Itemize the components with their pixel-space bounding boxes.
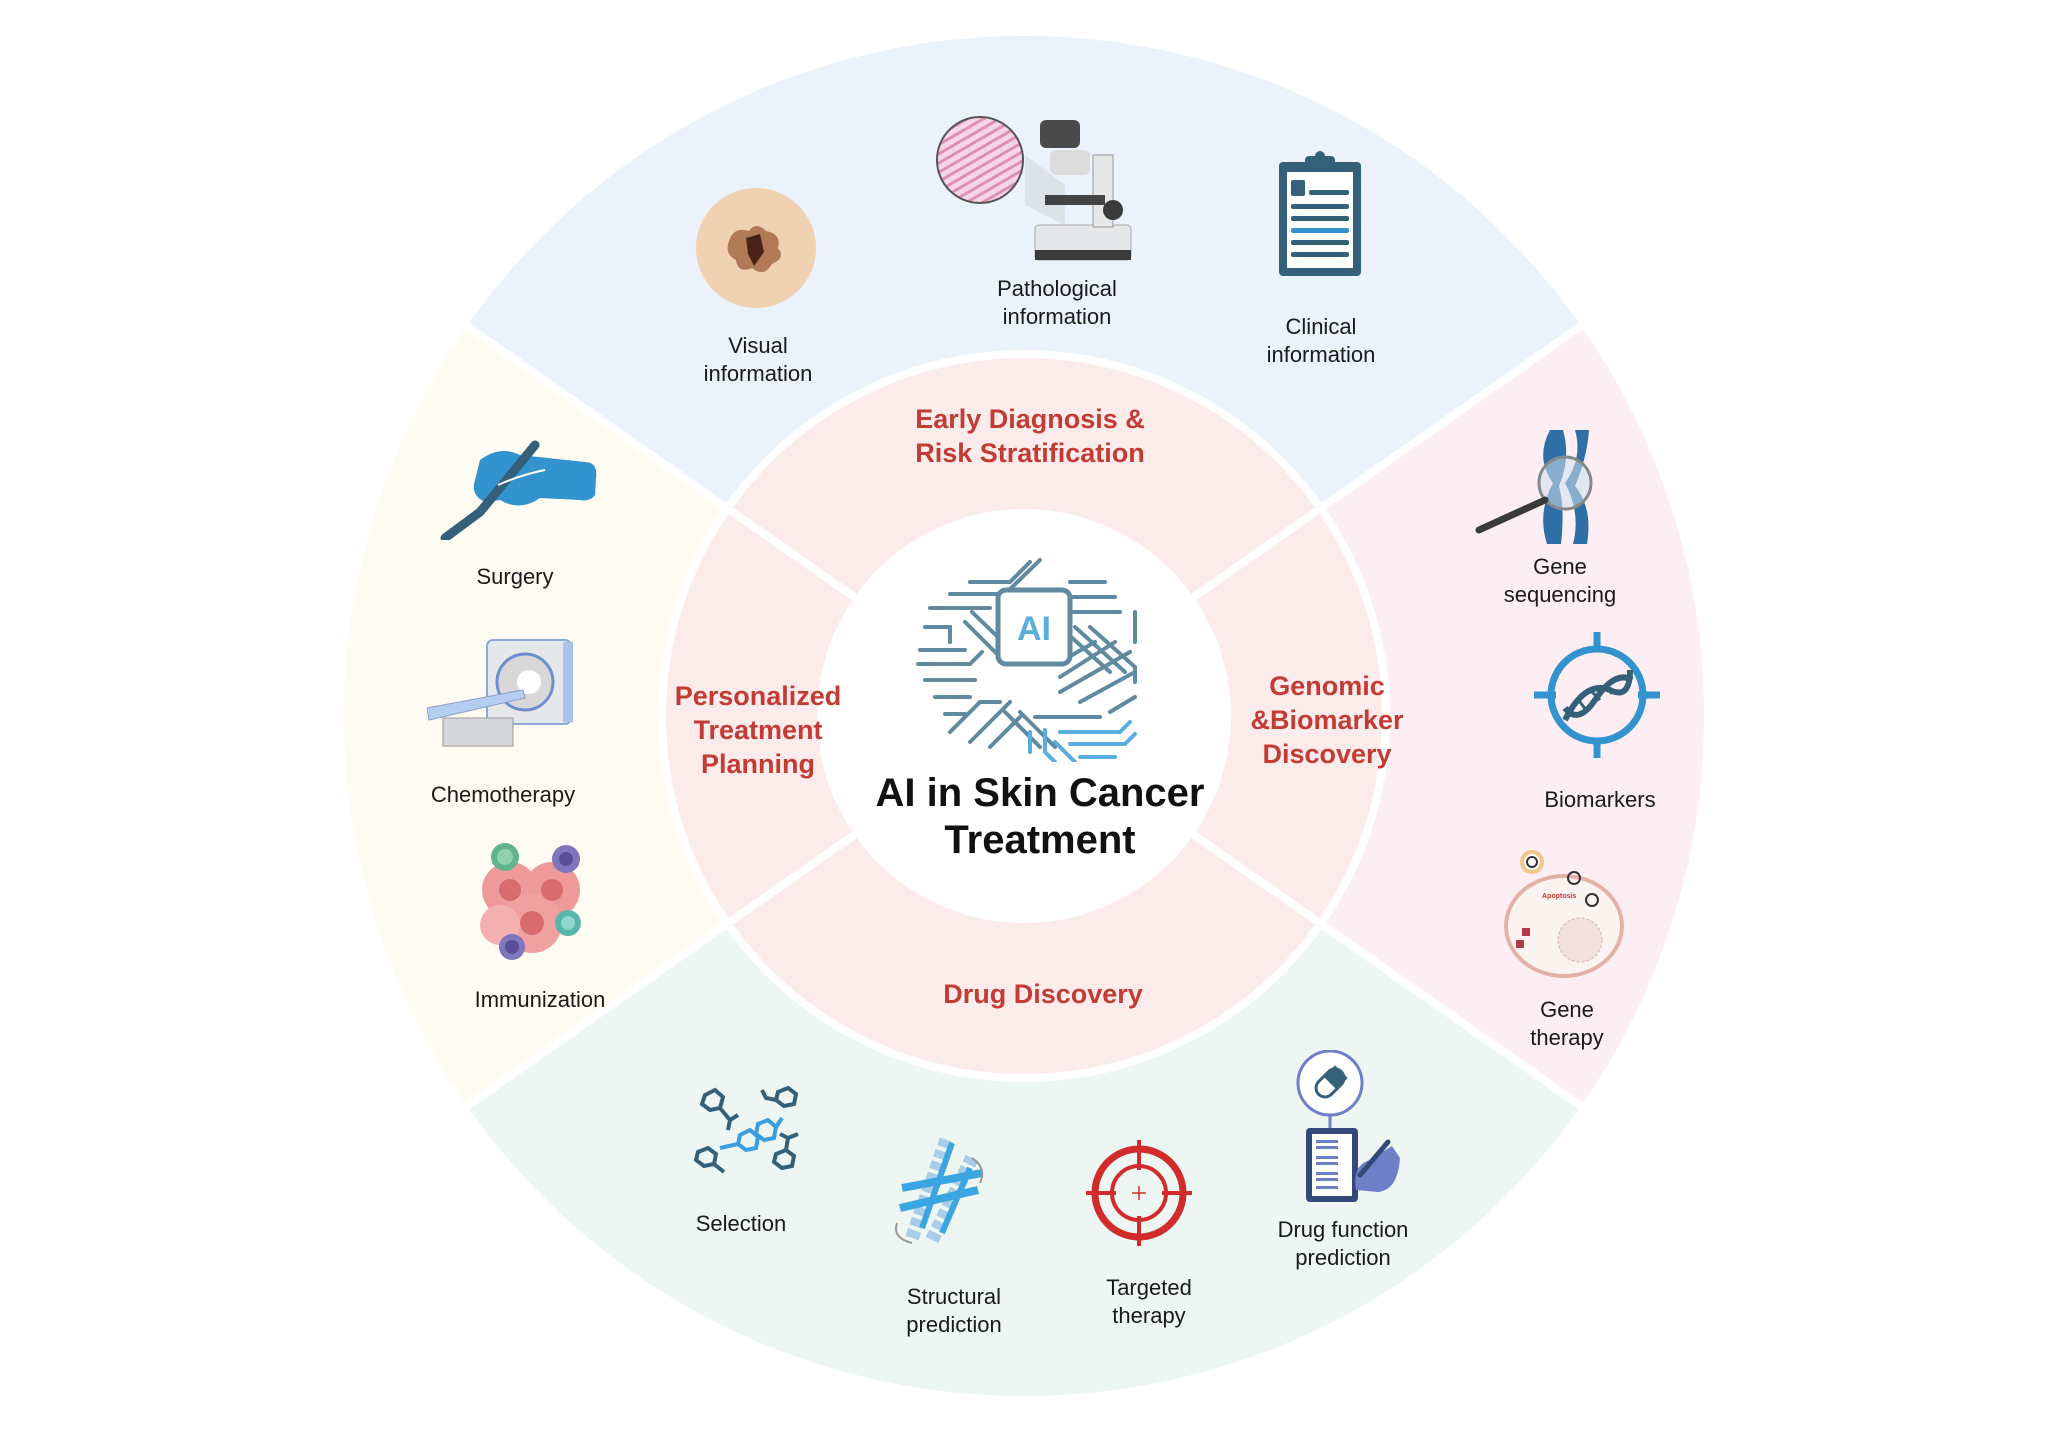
- dna-target-icon: [1534, 632, 1660, 758]
- microscope-icon: [936, 116, 1132, 261]
- label-visual-information: Visual information: [703, 333, 813, 386]
- label-structural-prediction: Structural prediction: [906, 1284, 1002, 1337]
- ai-brain-circuit-icon: AI: [916, 558, 1137, 762]
- scalpel-hand-icon: [440, 440, 597, 540]
- label-surgery: Surgery: [476, 564, 554, 589]
- category-early-diagnosis: Early Diagnosis & Risk Stratification: [915, 404, 1145, 468]
- molecules-icon: [693, 1085, 799, 1174]
- category-genomic-biomarker: Genomic &Biomarker Discovery: [1250, 671, 1404, 769]
- pill-checklist-icon: [1296, 1050, 1400, 1202]
- apoptosis-text: Apoptosis: [1542, 893, 1576, 900]
- category-personalized-treatment: Personalized Treatment Planning: [674, 681, 842, 779]
- skin-lesion-icon: [696, 188, 816, 308]
- protein-structure-icon: [895, 1135, 984, 1244]
- immune-cells-icon: [480, 843, 581, 960]
- gene-therapy-cell-icon: Apoptosis: [1504, 850, 1624, 978]
- label-targeted-therapy: Targeted therapy: [1106, 1275, 1192, 1328]
- label-drug-function-prediction: Drug function prediction: [1277, 1217, 1409, 1270]
- label-gene-sequencing: Gene sequencing: [1503, 554, 1617, 607]
- label-pathological-information: Pathological information: [997, 276, 1117, 329]
- label-selection: Selection: [695, 1211, 787, 1236]
- clipboard-icon: [1279, 151, 1361, 276]
- crosshair-target-icon: [1086, 1140, 1192, 1246]
- label-clinical-information: Clinical information: [1266, 314, 1376, 367]
- category-drug-discovery: Drug Discovery: [943, 979, 1143, 1009]
- label-immunization: Immunization: [474, 987, 606, 1012]
- middle-ring: [658, 350, 1390, 1082]
- ai-chip-label: AI: [1017, 610, 1051, 648]
- ct-scanner-icon: [426, 639, 573, 747]
- chromosome-magnifier-icon: [1475, 430, 1593, 544]
- diagram-title: AI in Skin Cancer Treatment: [875, 771, 1205, 862]
- label-gene-therapy: Gene therapy: [1530, 997, 1604, 1050]
- label-chemotherapy: Chemotherapy: [430, 782, 576, 807]
- label-biomarkers: Biomarkers: [1544, 787, 1656, 812]
